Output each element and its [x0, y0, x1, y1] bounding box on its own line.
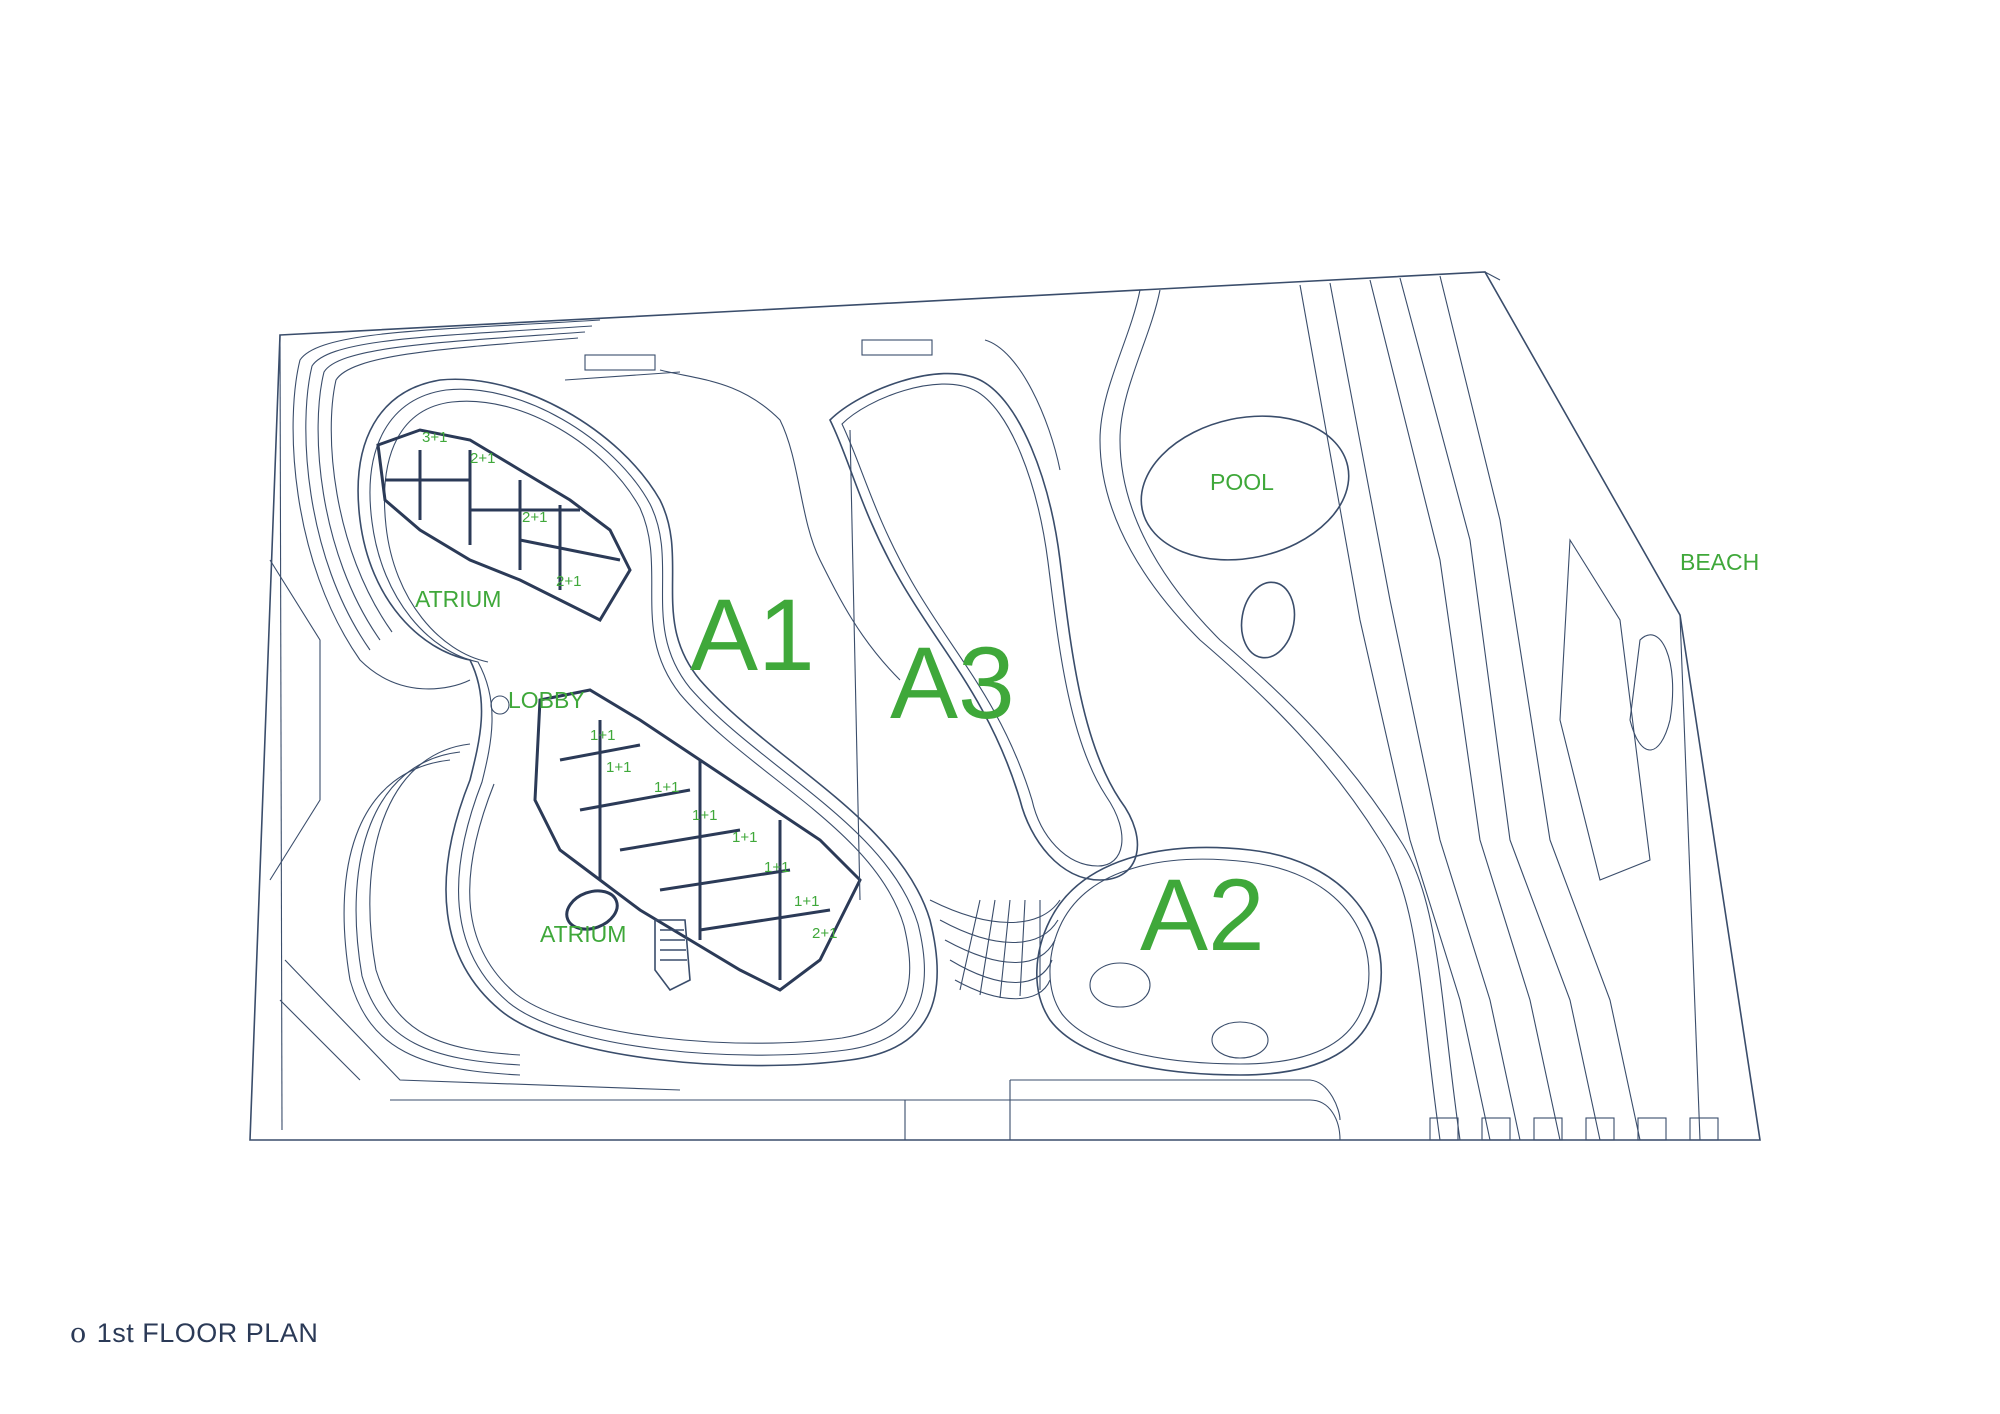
site-boundary: [249, 271, 1761, 1141]
a2-feature-2: [1211, 1021, 1269, 1059]
unit-label: 1+1: [764, 859, 789, 876]
boundary-edge: [1484, 271, 1501, 281]
unit-label: 2+1: [470, 450, 495, 467]
beach-label: BEACH: [1680, 549, 1759, 575]
zone-label-a2: A2: [1140, 858, 1265, 972]
lattice-bridge: [929, 899, 1061, 1000]
caption-text: 1st FLOOR PLAN: [96, 1318, 319, 1348]
bottom-road: [390, 1079, 1341, 1141]
right-terraces: [1099, 275, 1701, 1141]
a1-units-block: [376, 428, 862, 992]
unit-label: 1+1: [794, 893, 819, 910]
unit-label: 1+1: [606, 759, 631, 776]
left-contours: [269, 319, 681, 1091]
plan-caption: o 1st FLOOR PLAN: [70, 1318, 318, 1349]
zone-label-a1: A1: [690, 578, 815, 692]
atrium-label-lower: ATRIUM: [540, 921, 626, 947]
a3-path: [659, 369, 1139, 901]
unit-label: 2+1: [522, 509, 547, 526]
unit-label: 2+1: [812, 925, 837, 942]
unit-label: 2+1: [556, 573, 581, 590]
atrium-label-upper: ATRIUM: [415, 586, 501, 612]
lobby-door-symbol: [490, 695, 510, 715]
unit-label: 1+1: [654, 779, 679, 796]
atrium-stair: [654, 919, 691, 992]
entry-stairs: [564, 339, 1061, 471]
pool-label: POOL: [1210, 469, 1274, 495]
building-a1-outline: [357, 378, 938, 1067]
a2-feature-1: [1089, 962, 1151, 1008]
unit-label: 1+1: [732, 829, 757, 846]
unit-label: 1+1: [590, 727, 615, 744]
caption-marker: o: [70, 1318, 87, 1349]
unit-label: 3+1: [422, 429, 447, 446]
pool-small: [1240, 581, 1296, 659]
zone-label-a3: A3: [890, 626, 1015, 740]
beach-stairs: [1429, 1117, 1719, 1141]
pool-outline: [1140, 415, 1350, 561]
unit-label: 1+1: [692, 807, 717, 824]
lobby-label: LOBBY: [508, 687, 585, 713]
building-a2-outline: [1036, 846, 1382, 1076]
site-boundary-inner: [279, 334, 283, 1131]
atrium-oval: [565, 889, 619, 931]
